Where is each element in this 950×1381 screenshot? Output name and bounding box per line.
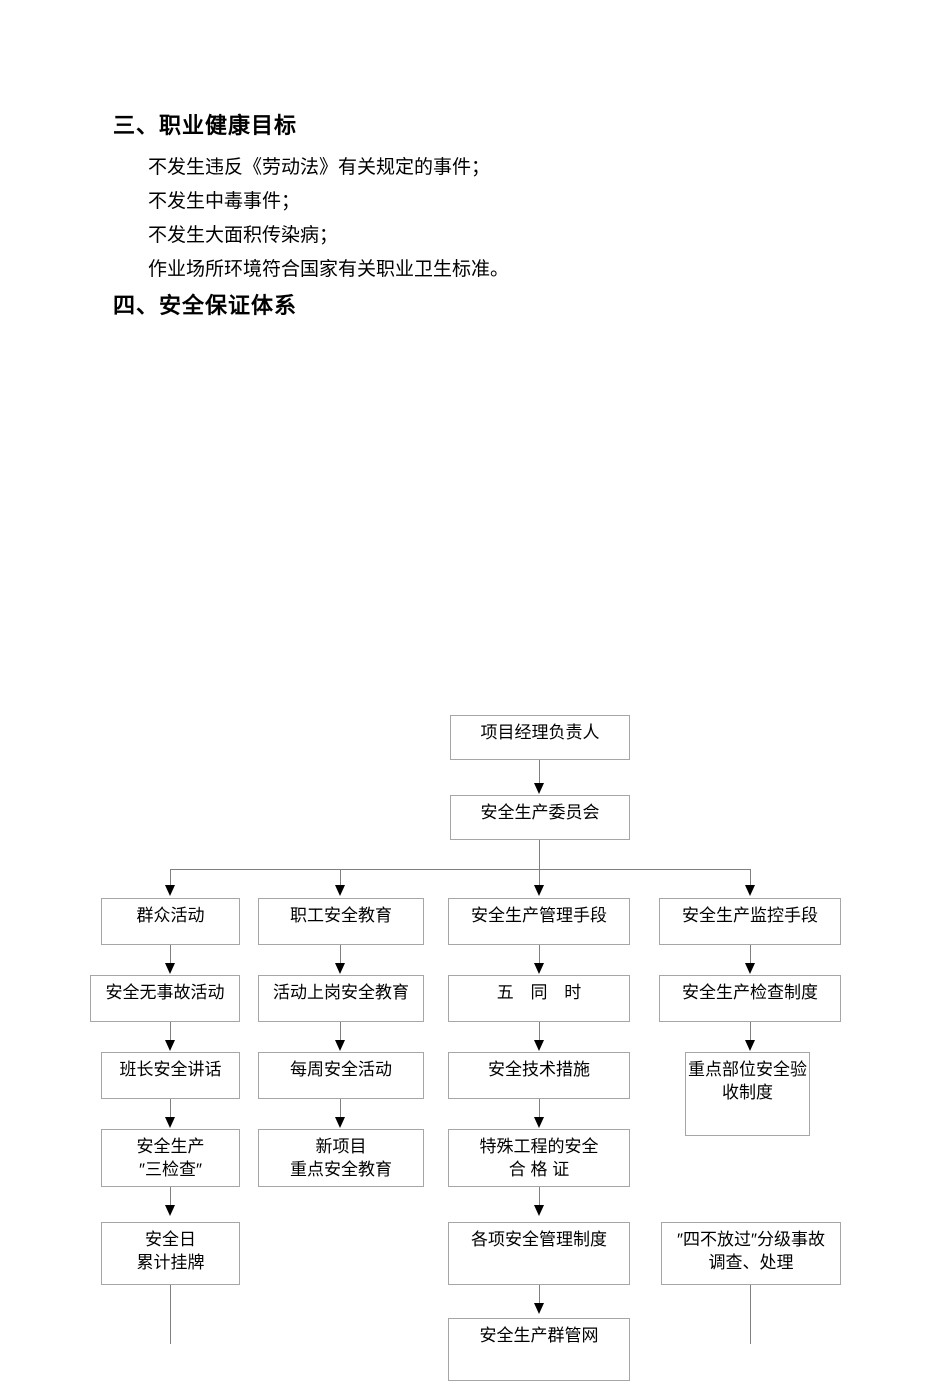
node-weekly-safety-activity[interactable]: 每周安全活动 <box>258 1052 424 1099</box>
connector-c3r1-to-c3r2 <box>539 945 540 967</box>
node-safety-production-inspection-system[interactable]: 安全生产检查制度 <box>659 975 841 1022</box>
node-various-safety-management-systems[interactable]: 各项安全管理制度 <box>448 1222 630 1285</box>
connector-c3r5-to-c3r6 <box>539 1285 540 1307</box>
connector-bus-to-col1 <box>170 869 171 889</box>
node-four-no-pass-accident-investigation[interactable]: ″四不放过″分级事故 调查、处理 <box>661 1222 841 1285</box>
connector-c4r2-to-c4r3 <box>750 1022 751 1044</box>
arrow-head-icon <box>165 1205 175 1216</box>
node-mass-activities[interactable]: 群众活动 <box>101 898 240 945</box>
safety-assurance-system-flowchart: 项目经理负责人 安全生产委员会 群众活动 安全无事故活动 班长安全讲话 安全生产… <box>90 715 841 1381</box>
occupational-health-line-3: 不发生大面积传染病； <box>148 225 339 246</box>
connector-committee-down <box>539 840 540 870</box>
node-safety-production-management-methods[interactable]: 安全生产管理手段 <box>448 898 630 945</box>
section-heading-safety-assurance-system: 四、安全保证体系 <box>113 293 298 318</box>
connector-c1r3-to-c1r4 <box>170 1099 171 1121</box>
connector-c4r4-continues-below <box>750 1285 751 1344</box>
node-line-2: 重点安全教育 <box>290 1160 392 1179</box>
arrow-head-icon <box>534 1117 544 1128</box>
node-onboarding-safety-education[interactable]: 活动上岗安全教育 <box>258 975 424 1022</box>
connector-c1r5-continues-below <box>170 1285 171 1344</box>
node-line-1: 安全日 <box>145 1230 196 1249</box>
node-line-2: ″三检查″ <box>138 1160 203 1179</box>
node-safety-production-monitoring-methods[interactable]: 安全生产监控手段 <box>659 898 841 945</box>
connector-c3r4-to-c3r5 <box>539 1187 540 1209</box>
arrow-head-icon <box>534 885 544 896</box>
connector-horizontal-bus <box>170 869 751 870</box>
arrow-head-icon <box>534 1303 544 1314</box>
connector-bus-to-col4 <box>750 869 751 889</box>
arrow-head-icon <box>165 963 175 974</box>
node-safety-production-group-network[interactable]: 安全生产群管网 <box>448 1318 630 1381</box>
arrow-head-icon <box>534 1205 544 1216</box>
arrow-head-icon <box>745 885 755 896</box>
connector-c1r4-to-c1r5 <box>170 1187 171 1209</box>
connector-c1r1-to-c1r2 <box>170 945 171 967</box>
connector-c4r1-to-c4r2 <box>750 945 751 967</box>
occupational-health-line-1: 不发生违反《劳动法》有关规定的事件； <box>148 157 491 178</box>
arrow-head-icon <box>534 783 544 794</box>
arrow-head-icon <box>335 963 345 974</box>
node-accident-free-activity[interactable]: 安全无事故活动 <box>90 975 240 1022</box>
node-employee-safety-education[interactable]: 职工安全教育 <box>258 898 424 945</box>
node-new-project-key-safety-education[interactable]: 新项目 重点安全教育 <box>258 1129 424 1187</box>
node-safety-production-three-checks[interactable]: 安全生产 ″三检查″ <box>101 1129 240 1187</box>
connector-c3r2-to-c3r3 <box>539 1022 540 1044</box>
node-special-engineering-safety-certificate[interactable]: 特殊工程的安全 合 格 证 <box>448 1129 630 1187</box>
node-key-area-safety-acceptance-system[interactable]: 重点部位安全验 收制度 <box>685 1052 810 1136</box>
node-line-1: 新项目 <box>315 1137 367 1156</box>
node-line-1: ″四不放过″分级事故 <box>676 1230 826 1249</box>
arrow-head-icon <box>745 1040 755 1051</box>
node-line-1: 重点部位安全验 <box>688 1060 807 1079</box>
node-line-2: 调查、处理 <box>708 1253 794 1272</box>
node-line-2: 累计挂牌 <box>136 1253 205 1272</box>
connector-c2r1-to-c2r2 <box>340 945 341 967</box>
arrow-head-icon <box>165 885 175 896</box>
node-safety-production-committee[interactable]: 安全生产委员会 <box>450 795 630 840</box>
node-line-2: 收制度 <box>722 1083 773 1102</box>
arrow-head-icon <box>165 1117 175 1128</box>
arrow-head-icon <box>534 963 544 974</box>
node-line-1: 安全生产 <box>136 1137 205 1156</box>
connector-c2r2-to-c2r3 <box>340 1022 341 1044</box>
arrow-head-icon <box>745 963 755 974</box>
connector-c2r3-to-c2r4 <box>340 1099 341 1121</box>
arrow-head-icon <box>165 1040 175 1051</box>
arrow-head-icon <box>335 1117 345 1128</box>
connector-c3r3-to-c3r4 <box>539 1099 540 1121</box>
node-line-2: 合 格 证 <box>508 1160 570 1179</box>
connector-bus-to-col2 <box>340 869 341 889</box>
connector-root-to-committee <box>539 760 540 784</box>
arrow-head-icon <box>335 1040 345 1051</box>
node-safety-technical-measures[interactable]: 安全技术措施 <box>448 1052 630 1099</box>
occupational-health-line-4: 作业场所环境符合国家有关职业卫生标准。 <box>148 259 510 280</box>
node-five-simultaneous[interactable]: 五 同 时 <box>448 975 630 1022</box>
section-heading-occupational-health: 三、职业健康目标 <box>113 113 298 138</box>
node-line-1: 特殊工程的安全 <box>479 1137 599 1156</box>
node-project-manager[interactable]: 项目经理负责人 <box>450 715 630 760</box>
arrow-head-icon <box>534 1040 544 1051</box>
node-safety-day-cumulative-board[interactable]: 安全日 累计挂牌 <box>101 1222 240 1285</box>
node-foreman-safety-talk[interactable]: 班长安全讲话 <box>101 1052 240 1099</box>
arrow-head-icon <box>335 885 345 896</box>
connector-c1r2-to-c1r3 <box>170 1022 171 1044</box>
connector-bus-to-col3 <box>539 869 540 889</box>
occupational-health-line-2: 不发生中毒事件； <box>148 191 301 212</box>
